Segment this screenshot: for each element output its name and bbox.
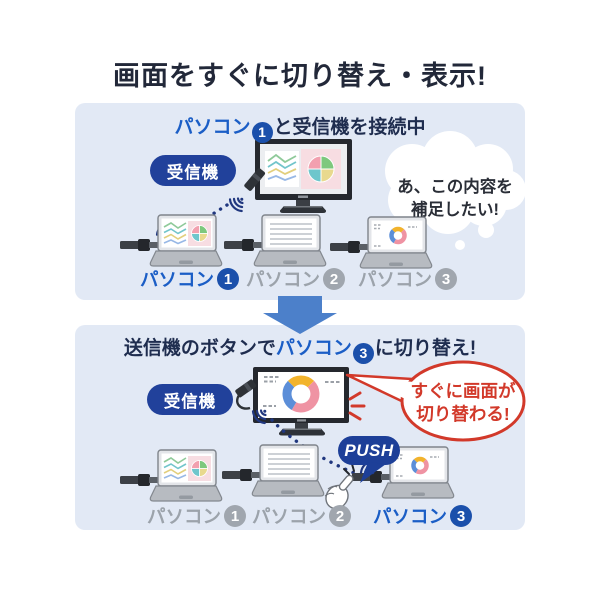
laptop-number-badge: 3 xyxy=(450,505,473,527)
laptop1-step2 xyxy=(119,449,223,502)
step2-heading-prefix: 送信機のボタンで xyxy=(123,338,276,359)
wifi-signal-icon xyxy=(228,196,245,213)
receiver-dongle-step1 xyxy=(244,168,266,191)
speech-bubble-text: すぐに画面が 切り替わる! xyxy=(402,380,524,426)
laptop2-step2 xyxy=(221,444,325,497)
laptop2-step1 xyxy=(223,214,327,267)
laptop-name: パソコン xyxy=(251,506,327,527)
step2-heading-pc: パソコン xyxy=(275,338,352,359)
step1-heading-pc: パソコン xyxy=(174,117,251,138)
thought-bubble-shape xyxy=(385,131,526,250)
receiver-cable xyxy=(236,393,251,410)
step2-heading-number-badge: 3 xyxy=(352,342,374,364)
step1-heading-suffix: と受信機を接続中 xyxy=(273,117,426,138)
thought-line2: 補足したい! xyxy=(411,201,499,220)
laptop-number-badge: 1 xyxy=(217,268,240,290)
laptop-name: パソコン xyxy=(139,269,215,290)
laptop-number-badge: 2 xyxy=(323,268,346,290)
receiver-dongle-step2 xyxy=(235,379,257,398)
speech-bubble-shape xyxy=(345,360,526,442)
push-button-label: PUSH xyxy=(344,440,394,460)
laptop1-step1 xyxy=(119,214,223,267)
push-bubble-shape xyxy=(338,436,400,483)
laptop-name: パソコン xyxy=(357,269,433,290)
receiver-monitor-step1 xyxy=(228,139,352,213)
speech-line1: すぐに画面が xyxy=(410,381,516,401)
receiver-badge-step1: 受信機 xyxy=(150,155,236,186)
page-title: 画面をすぐに切り替え・表示! xyxy=(113,61,487,91)
speech-line2: 切り替わる! xyxy=(416,403,510,424)
laptop-number-badge: 1 xyxy=(224,505,247,527)
laptop-number-badge: 3 xyxy=(435,268,458,290)
step2-heading-suffix: に切り替え! xyxy=(374,338,477,359)
thought-bubble-text: あ、この内容を 補足したい! xyxy=(389,176,521,222)
step1-heading-number-badge: 1 xyxy=(251,121,273,143)
laptop-name: パソコン xyxy=(372,506,448,527)
pressing-hand-icon xyxy=(324,463,355,510)
laptop-name: パソコン xyxy=(146,506,222,527)
step1-illustration xyxy=(119,131,526,269)
thought-line1: あ、この内容を xyxy=(397,178,513,196)
down-arrow-icon xyxy=(263,296,337,334)
laptop3-step1 xyxy=(329,216,433,269)
receiver-monitor-step2 xyxy=(235,367,366,436)
laptop-number-badge: 2 xyxy=(329,505,352,527)
emphasis-lines xyxy=(348,391,366,421)
step2-illustration xyxy=(119,360,526,510)
receiver-badge-step2: 受信機 xyxy=(147,384,233,415)
laptop-name: パソコン xyxy=(245,269,321,290)
